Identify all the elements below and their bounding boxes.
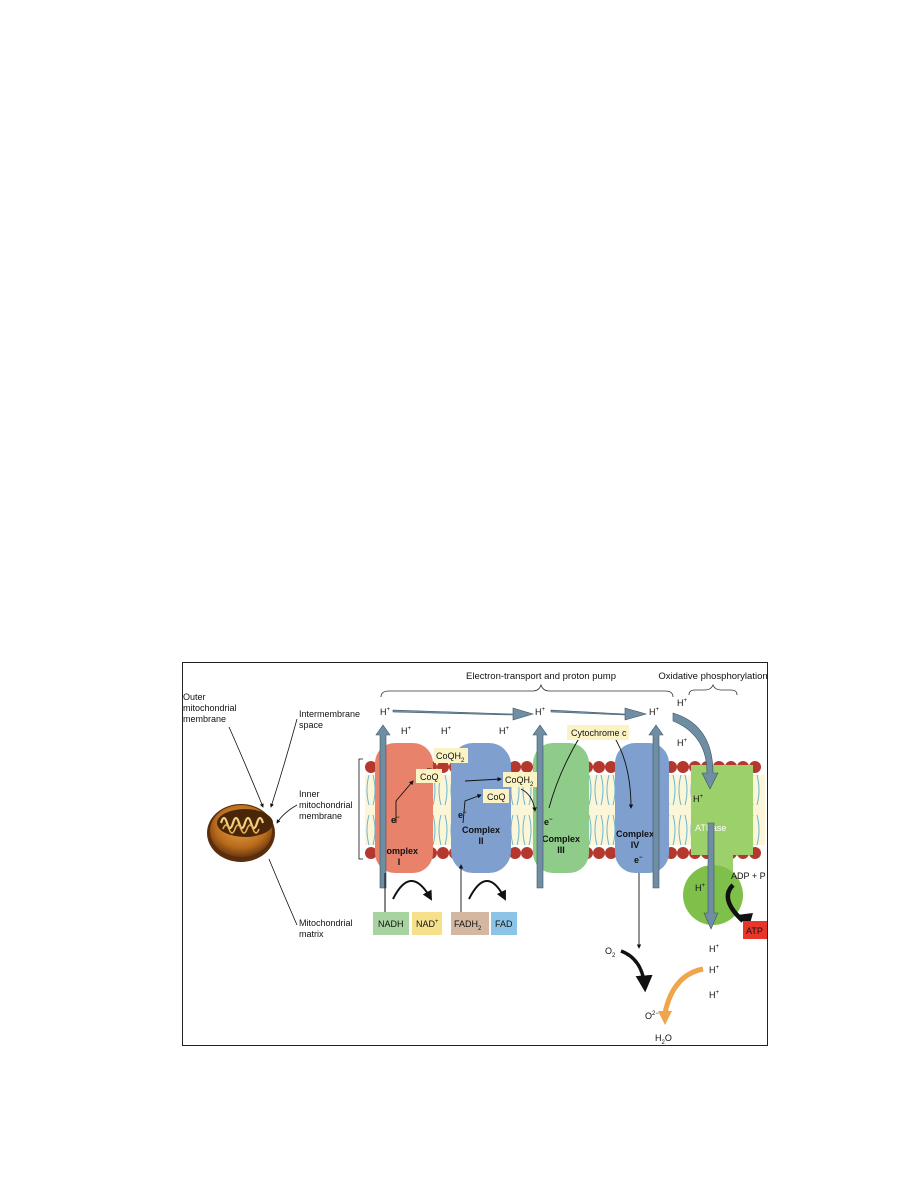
label-mitochondrial-matrix: Mitochondrial matrix (299, 918, 353, 939)
substrate-nadh: NADH (373, 912, 409, 935)
proton-label: H+ (693, 794, 704, 804)
carrier-coq-1: CoQ (416, 769, 442, 783)
electron-labels: e− e− e− e− (391, 810, 643, 865)
electron-path-arrows (384, 734, 642, 949)
svg-text:Inner: Inner (299, 789, 320, 799)
proton-pump-arrows (375, 707, 719, 930)
atp-label: ATP (746, 926, 763, 936)
svg-text:Intermembrane: Intermembrane (299, 709, 360, 719)
lipid-head (365, 761, 377, 773)
svg-text:O2: O2 (605, 946, 616, 959)
svg-text:NAD+: NAD+ (416, 919, 439, 929)
carrier-coq-2: CoQ (483, 789, 509, 803)
complex-ii: Complex II (451, 743, 511, 873)
lipid-head (605, 847, 617, 859)
label-outer-membrane: Outer mitochondrial membrane (183, 692, 237, 724)
svg-text:membrane: membrane (183, 714, 226, 724)
proton-label: H+ (709, 965, 720, 975)
atp-synthase: ATPase (683, 765, 753, 925)
lipid-tail (594, 774, 604, 846)
lipid-head (437, 847, 449, 859)
substrate-nad: NAD+ (412, 912, 442, 935)
proton-label: H+ (401, 726, 412, 736)
header-brace-etc (380, 683, 674, 698)
svg-text:space: space (299, 720, 323, 730)
header-oxidative-phosphorylation: Oxidative phosphorylation (658, 671, 767, 682)
lipid-head (593, 761, 605, 773)
svg-text:Cytochrome c: Cytochrome c (571, 728, 627, 738)
svg-text:I: I (398, 857, 401, 867)
lipid-head (509, 761, 521, 773)
proton-label: H+ (677, 698, 688, 708)
carrier-coqh2-1: CoQH2 (434, 748, 468, 764)
pointer-lines (228, 718, 363, 926)
proton-label: H+ (695, 883, 706, 893)
proton-label: H+ (677, 738, 688, 748)
svg-text:II: II (478, 836, 483, 846)
lipid-head (521, 761, 533, 773)
svg-text:e−: e− (391, 815, 400, 825)
substrate-fadh2: FADH2 (451, 912, 489, 935)
svg-text:CoQ: CoQ (487, 792, 506, 802)
svg-text:e−: e− (634, 855, 643, 865)
svg-text:matrix: matrix (299, 929, 324, 939)
atp-production: ADP + P ATP (725, 871, 767, 939)
proton-label: H+ (499, 726, 510, 736)
lipid-head (677, 847, 689, 859)
svg-text:Complex: Complex (542, 834, 580, 844)
lipid-head (605, 761, 617, 773)
substrate-oxidation-arrows (392, 880, 506, 901)
svg-text:IV: IV (631, 840, 640, 850)
svg-text:FADH2: FADH2 (454, 919, 482, 932)
lipid-tail (438, 774, 448, 846)
proton-label: H+ (380, 707, 391, 717)
header-electron-transport: Electron-transport and proton pump (466, 671, 616, 682)
proton-label: H+ (441, 726, 452, 736)
svg-text:CoQH2: CoQH2 (436, 751, 465, 764)
proton-labels: H+ H+ H+ H+ H+ H+ H+ H+ H+ H+ H+ H+ H+ (380, 698, 720, 1000)
svg-text:mitochondrial: mitochondrial (299, 800, 353, 810)
header-brace-oxphos (688, 683, 738, 696)
lipid-head (365, 847, 377, 859)
lipid-head (521, 847, 533, 859)
svg-text:CoQ: CoQ (420, 772, 439, 782)
proton-label: H+ (709, 944, 720, 954)
diagram-canvas: Electron-transport and proton pump Oxida… (183, 671, 768, 1046)
electron-transport-diagram: Electron-transport and proton pump Oxida… (182, 662, 768, 1046)
proton-label: H+ (709, 990, 720, 1000)
mitochondrion-illustration (207, 804, 275, 862)
svg-text:e−: e− (458, 810, 467, 820)
carrier-coqh2-2: CoQH2 (503, 772, 537, 788)
svg-text:membrane: membrane (299, 811, 342, 821)
svg-text:Complex: Complex (380, 846, 418, 856)
carrier-cytochrome-c: Cytochrome c (567, 725, 629, 740)
svg-text:Mitochondrial: Mitochondrial (299, 918, 353, 928)
complex-iii: Complex III (533, 743, 589, 873)
label-intermembrane-space: Intermembrane space (299, 709, 360, 730)
svg-text:Complex: Complex (462, 825, 500, 835)
svg-text:O2−: O2− (645, 1011, 659, 1021)
proton-label: H+ (535, 707, 546, 717)
proton-label: H+ (649, 707, 660, 717)
complex-iv: Complex IV (615, 743, 669, 873)
adp-label: ADP + P (731, 871, 766, 881)
lipid-head (593, 847, 605, 859)
lipid-head (677, 761, 689, 773)
svg-text:III: III (557, 845, 565, 855)
lipid-tail (678, 774, 688, 846)
substrate-fad: FAD (491, 912, 517, 935)
svg-text:FAD: FAD (495, 919, 513, 929)
svg-text:Complex: Complex (616, 829, 654, 839)
svg-text:Outer: Outer (183, 692, 206, 702)
oxygen-reduction: O2 O2− H2O (605, 946, 704, 1046)
svg-text:H2O: H2O (655, 1033, 672, 1046)
svg-text:e−: e− (544, 817, 553, 827)
label-inner-membrane: Inner mitochondrial membrane (299, 789, 353, 821)
svg-text:mitochondrial: mitochondrial (183, 703, 237, 713)
svg-text:NADH: NADH (378, 919, 404, 929)
lipid-head (509, 847, 521, 859)
svg-text:CoQH2: CoQH2 (505, 775, 534, 788)
